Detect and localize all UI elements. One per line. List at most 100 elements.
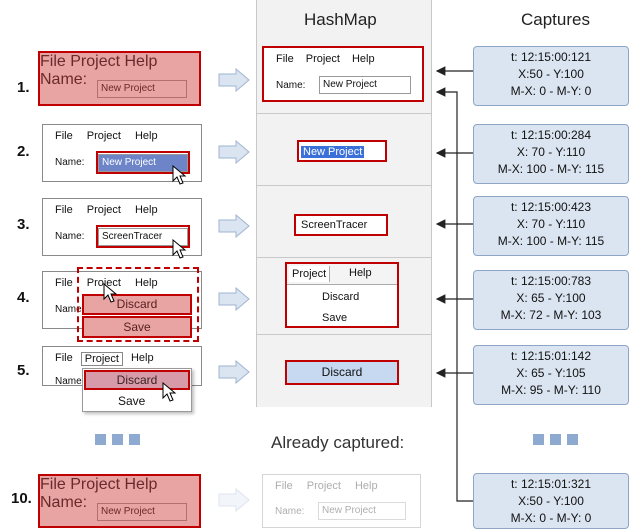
capture-time: t: 12:15:00:284 — [510, 128, 592, 142]
menu-help: Help — [124, 53, 158, 70]
menu-project: Project — [86, 130, 121, 142]
capture-box-1: t: 12:15:00:121 X:50 - Y:100 M-X: 0 - M-… — [473, 46, 629, 106]
menu-help: Help — [130, 352, 154, 364]
menu-file: File — [40, 476, 66, 493]
menu-project: Project — [305, 53, 340, 65]
menu-file: File — [40, 53, 66, 70]
name-label: Name: — [40, 494, 88, 511]
menu-file: File — [55, 204, 73, 216]
capture-xy: X: 65 - Y:105 — [516, 366, 586, 380]
hashmap-header: HashMap — [304, 10, 377, 29]
step-number: 1. — [17, 79, 30, 96]
capture-time: t: 12:15:00:423 — [510, 200, 592, 214]
hashmap-entry-4: Project Help Discard Save — [285, 262, 399, 328]
dropdown-discard: Discard — [84, 370, 190, 390]
name-field: New Project — [97, 503, 187, 521]
hashmap-entry-1: File Project Help Name: New Project — [262, 46, 424, 102]
menu-file: File — [275, 480, 293, 492]
capture-box-3: t: 12:15:00:423 X: 70 - Y:110 M-X: 100 -… — [473, 196, 629, 256]
capture-box-4: t: 12:15:00:783 X: 65 - Y:100 M-X: 72 - … — [473, 270, 629, 330]
capture-xy: X:50 - Y:100 — [518, 494, 584, 508]
capture-xy: X: 70 - Y:110 — [516, 145, 586, 159]
menu-project: Project — [86, 277, 121, 289]
dropdown-save: Save — [82, 316, 192, 338]
capture-mouse: M-X: 0 - M-Y: 0 — [510, 84, 592, 98]
capture-time: t: 12:15:01:321 — [510, 477, 592, 491]
right-arrow-icon — [218, 360, 250, 384]
ellipsis-dots — [95, 434, 140, 445]
name-label: Name: — [275, 506, 305, 517]
capture-mouse: M-X: 72 - M-Y: 103 — [500, 308, 602, 322]
capture-box-10: t: 12:15:01:321 X:50 - Y:100 M-X: 0 - M-… — [473, 473, 629, 529]
name-label: Name: — [55, 231, 85, 242]
cursor-icon — [172, 165, 187, 185]
right-arrow-icon — [218, 214, 250, 238]
already-captured-label: Already captured: — [271, 433, 405, 452]
step-number: 5. — [17, 362, 30, 379]
hashmap-separator — [256, 257, 432, 258]
capture-mouse: M-X: 95 - M-Y: 110 — [501, 383, 601, 397]
hashmap-entry-5: Discard — [285, 360, 399, 385]
name-field: New Project — [97, 80, 187, 98]
step-number: 4. — [17, 289, 30, 306]
name-label: Name: — [55, 157, 85, 168]
name-field: New Project — [318, 502, 406, 520]
capture-mouse: M-X: 0 - M-Y: 0 — [510, 511, 592, 525]
highlight-box — [96, 151, 190, 174]
dropdown-discard: Discard — [322, 291, 360, 303]
right-arrow-icon — [218, 68, 250, 92]
step-number: 10. — [11, 490, 32, 507]
entry-value: New Project — [301, 146, 365, 158]
menu-help: Help — [134, 130, 158, 142]
name-field: ScreenTracer — [98, 228, 188, 246]
name-label: Name: — [40, 71, 88, 88]
menu-file: File — [55, 277, 73, 289]
dropdown-save: Save — [118, 394, 146, 408]
hashmap-entry-10: File Project Help Name: New Project — [262, 474, 421, 528]
capture-xy: X: 65 - Y:100 — [516, 291, 586, 305]
menu-project: Project — [289, 266, 331, 282]
dropdown-save: Save — [322, 312, 348, 324]
hashmap-separator — [256, 185, 432, 186]
capture-xy: X:50 - Y:100 — [518, 67, 584, 81]
menu-help: Help — [134, 204, 158, 216]
capture-box-5: t: 12:15:01:142 X: 65 - Y:105 M-X: 95 - … — [473, 345, 629, 405]
step10-window: File Project Help Name: New Project — [38, 474, 201, 528]
name-field: New Project — [319, 76, 411, 94]
right-arrow-icon — [218, 488, 250, 512]
step3-window: File Project Help Name: ScreenTracer — [42, 198, 202, 259]
name-label: Name: — [276, 80, 306, 91]
capture-mouse: M-X: 100 - M-Y: 115 — [497, 234, 605, 248]
captures-header: Captures — [521, 10, 590, 29]
menu-project: Project — [306, 480, 341, 492]
capture-time: t: 12:15:00:121 — [510, 50, 592, 64]
hashmap-entry-3: ScreenTracer — [294, 214, 388, 236]
menu-project: Project — [80, 352, 123, 366]
step1-window: File Project Help Name: New Project — [38, 51, 201, 106]
hashmap-separator — [256, 113, 432, 114]
menu-help: Help — [349, 267, 372, 279]
menu-project: Project — [86, 204, 121, 216]
menu-file: File — [276, 53, 294, 65]
name-label: Name: — [55, 304, 85, 315]
menu-project: Project — [70, 53, 121, 70]
hashmap-separator — [256, 334, 432, 335]
capture-mouse: M-X: 100 - M-Y: 115 — [497, 162, 605, 176]
right-arrow-icon — [218, 140, 250, 164]
right-arrow-icon — [218, 287, 250, 311]
menu-file: File — [55, 130, 73, 142]
menu-help: Help — [354, 480, 378, 492]
dashed-group — [77, 267, 199, 342]
menu-project: Project — [70, 476, 121, 493]
capture-xy: X: 70 - Y:110 — [516, 217, 586, 231]
menu-file: File — [55, 352, 73, 364]
cursor-icon — [162, 382, 177, 402]
capture-time: t: 12:15:01:142 — [510, 349, 592, 363]
cursor-icon — [103, 283, 118, 303]
menu-help: Help — [351, 53, 375, 65]
menu-help: Help — [124, 476, 158, 493]
step-number: 3. — [17, 216, 30, 233]
step-number: 2. — [17, 143, 30, 160]
name-label: Name: — [55, 376, 85, 387]
